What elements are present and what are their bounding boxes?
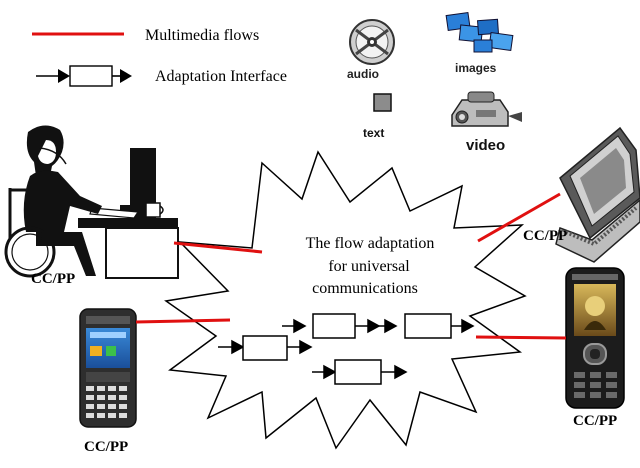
photo-stack-icon <box>445 11 514 53</box>
legend-adaptation-label: Adaptation Interface <box>155 68 287 85</box>
media-text-label: text <box>363 126 384 140</box>
smartphone-label: CC/PP <box>84 439 128 455</box>
flow-laptop <box>477 192 561 243</box>
laptop-label: CC/PP <box>523 228 567 244</box>
center-title-line3: communications <box>312 280 418 297</box>
laptop-icon <box>555 126 640 263</box>
adaptation-interface-1 <box>282 313 356 339</box>
network-starburst <box>164 150 527 450</box>
projector-icon <box>451 91 522 127</box>
adaptation-interface-3 <box>218 335 313 361</box>
mobile-phone-label: CC/PP <box>573 413 617 429</box>
flow-desk-user <box>173 241 263 254</box>
media-audio-label: audio <box>347 67 379 81</box>
center-title-line2: for universal <box>328 258 410 275</box>
person-at-computer-icon <box>4 125 179 279</box>
adaptation-interface-2 <box>355 313 475 339</box>
cd-disc-icon <box>349 19 395 65</box>
media-video-label: video <box>466 137 505 154</box>
text-square-icon <box>373 93 392 112</box>
desk-user-label: CC/PP <box>31 271 75 287</box>
legend-adaptation-symbol <box>36 65 132 87</box>
multimedia-flows <box>135 192 567 340</box>
adaptation-chain <box>218 313 475 385</box>
mobile-phone-icon <box>565 267 625 409</box>
flow-smartphone <box>135 318 231 324</box>
media-types: audio images text video <box>347 11 522 154</box>
media-images-label: images <box>455 61 497 75</box>
smartphone-icon <box>79 308 137 428</box>
flow-mobile-phone <box>475 335 567 340</box>
legend: Multimedia flows Adaptation Interface <box>32 27 287 87</box>
center-title-line1: The flow adaptation <box>306 235 435 252</box>
legend-flow-label: Multimedia flows <box>145 27 259 44</box>
adaptation-interface-4 <box>312 359 408 385</box>
